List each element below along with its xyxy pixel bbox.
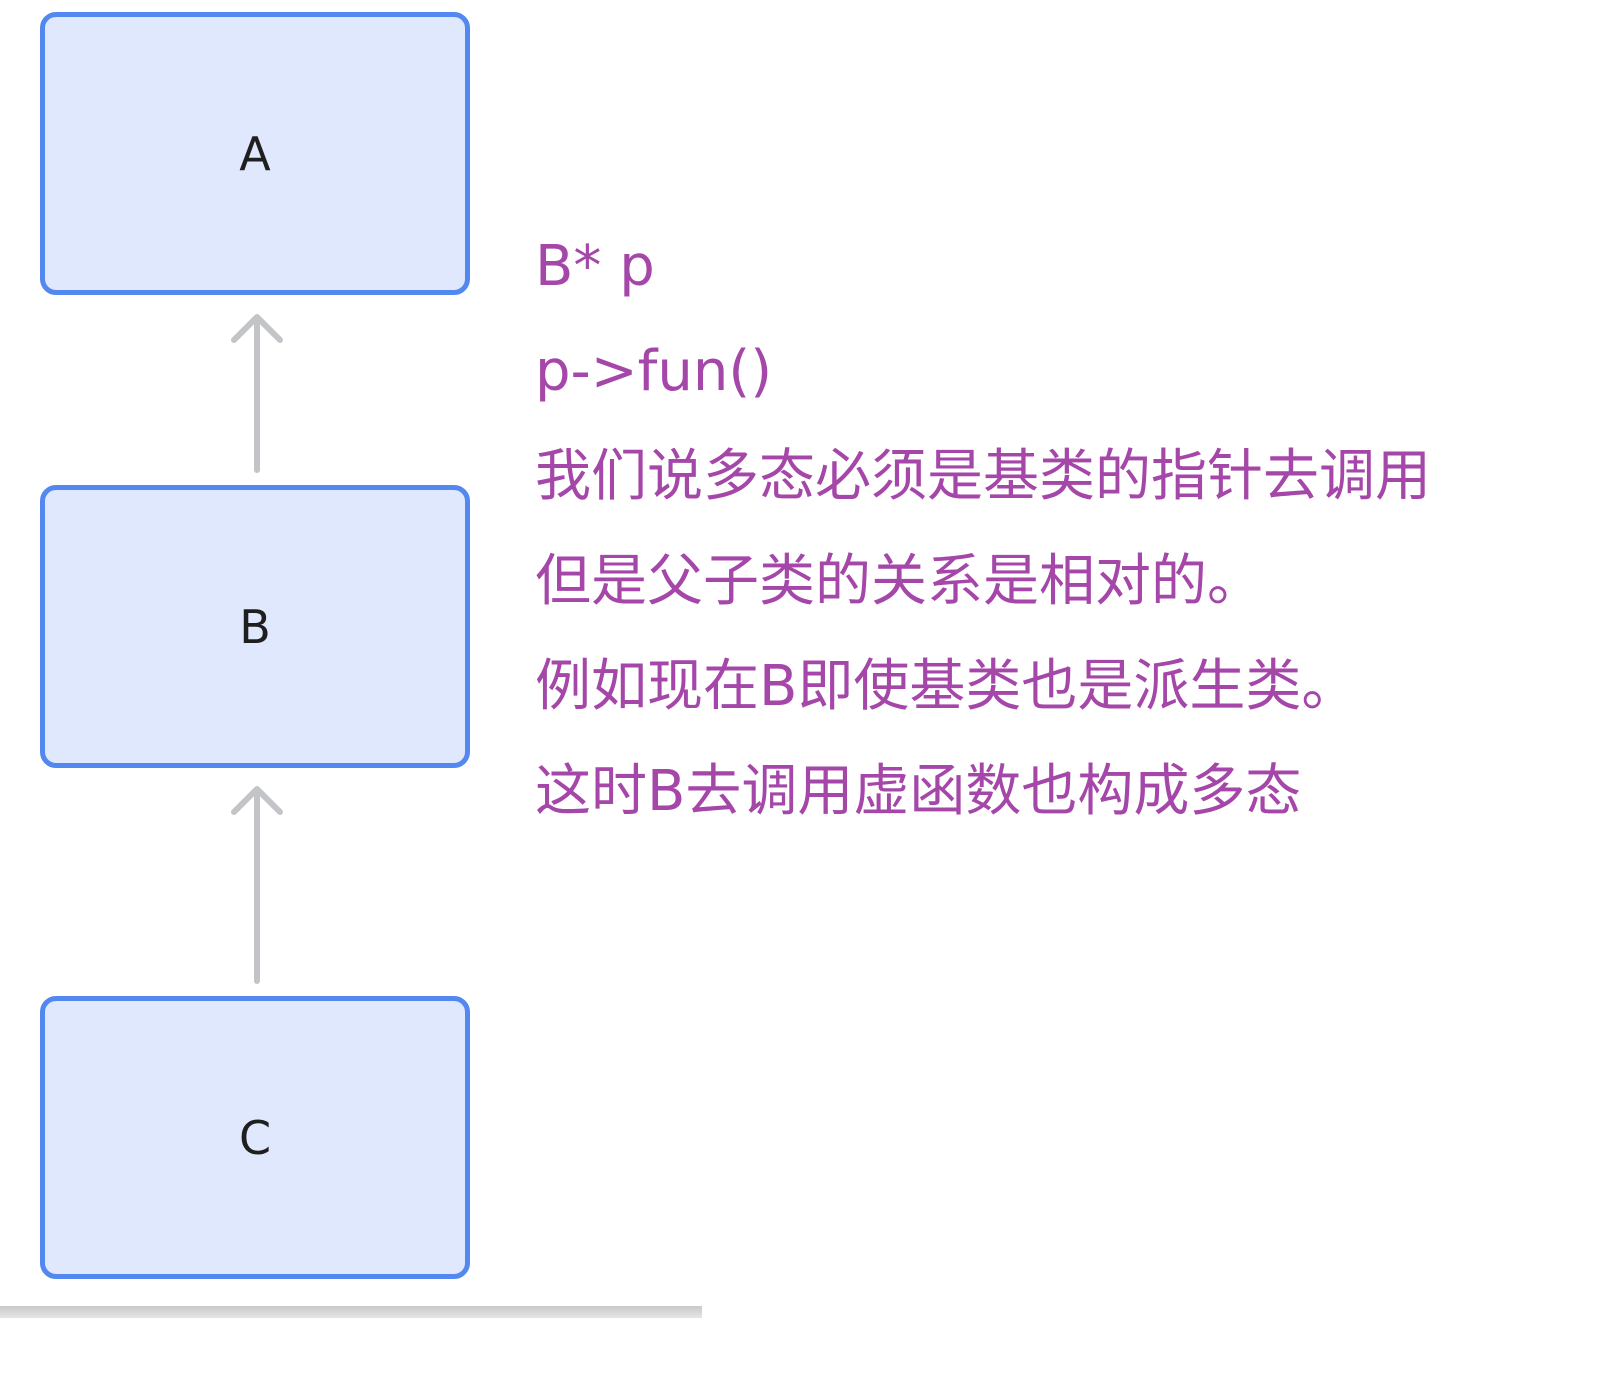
- note-line-2: p->fun(): [535, 339, 773, 404]
- node-c-label: C: [238, 1110, 272, 1165]
- node-b-label: B: [239, 599, 271, 654]
- note-line-4: 但是父子类的关系是相对的。: [535, 549, 1263, 614]
- note-line-3: 我们说多态必须是基类的指针去调用: [535, 444, 1431, 509]
- node-b[interactable]: B: [40, 485, 470, 768]
- arrowhead-icon: [231, 314, 283, 343]
- node-a-label: A: [239, 126, 271, 181]
- edge-c-to-b: [231, 786, 283, 984]
- edge-b-to-a: [231, 314, 283, 473]
- annotation-text: B* p p->fun() 我们说多态必须是基类的指针去调用 但是父子类的关系是…: [535, 214, 1431, 844]
- bottom-divider: [0, 1306, 702, 1318]
- note-line-1: B* p: [535, 234, 655, 299]
- node-a[interactable]: A: [40, 12, 470, 295]
- node-c[interactable]: C: [40, 996, 470, 1279]
- arrowhead-icon: [231, 786, 283, 815]
- note-line-5: 例如现在B即使基类也是派生类。: [535, 654, 1358, 719]
- note-line-6: 这时B去调用虚函数也构成多态: [535, 759, 1302, 824]
